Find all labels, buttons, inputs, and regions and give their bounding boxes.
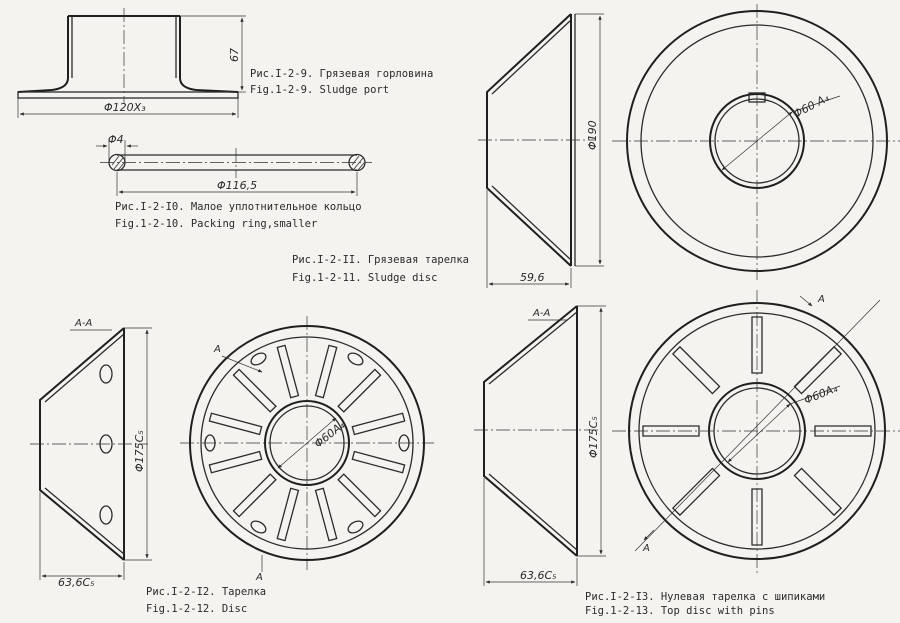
radial-rib: [351, 450, 406, 474]
fig10-caption-ru: Рис.I-2-I0. Малое уплотнительное кольцо: [115, 201, 362, 213]
fig12-ribs: [208, 344, 406, 542]
radial-rib: [351, 412, 406, 436]
fig9-sludge-port: 67 Φ120X₃ Рис.I-2-9. Грязевая горловина …: [17, 8, 433, 118]
radial-rib: [337, 473, 382, 518]
fig13-hub-dim: Φ60A₄: [802, 382, 839, 407]
fig13-section-label: A-A: [532, 308, 550, 319]
fig13-cut-marker-top: A: [817, 294, 825, 305]
radial-rib: [337, 368, 382, 413]
radial-rib: [671, 345, 721, 395]
fig10-packing-ring: Φ4 Φ116,5 Рис.I-2-I0. Малое уплотнительн…: [96, 133, 372, 230]
fig9-caption-en: Fig.1-2-9. Sludge port: [250, 84, 389, 96]
disc-hole: [250, 520, 267, 534]
fig12-section-label: A-A: [74, 318, 92, 329]
fig11-sludge-disc: Φ190 59,6 Φ60 A₄ Рис.I-2-II. Грязевая та…: [292, 4, 900, 288]
disc-hole: [347, 520, 364, 534]
fig13-top-disc: A-A Φ175C₅ 63,6C₅ A A Φ60A₄ Рис.I-2-I3. …: [474, 290, 900, 617]
fig13-cut-marker-bottom: A: [642, 543, 650, 554]
fig12-caption-en: Fig.1-2-12. Disc: [146, 603, 247, 615]
fig11-height-dim: 59,6: [520, 271, 545, 284]
fig11-caption-en: Fig.1-2-11. Sludge disc: [292, 272, 437, 284]
fig12-cut-marker-bottom: A: [255, 572, 263, 583]
radial-rib: [793, 467, 843, 517]
fig11-hub-dim: Φ60 A₄: [791, 91, 831, 121]
radial-rib: [314, 487, 338, 542]
fig13-outer-dim: Φ175C₅: [587, 416, 600, 458]
fig11-outer-dim: Φ190: [586, 120, 599, 150]
fig13-caption-ru: Рис.I-2-I3. Нулевая тарелка с шипиками: [585, 591, 825, 603]
radial-rib: [232, 473, 277, 518]
fig12-disc: A-A Φ175C₅ 63,6C₅ A A Φ60A₄ Рис.I-2-I2. …: [30, 316, 434, 615]
radial-rib: [208, 412, 263, 436]
fig12-outer-dim: Φ175C₅: [133, 430, 146, 472]
fig12-caption-ru: Рис.I-2-I2. Тарелка: [146, 586, 266, 598]
radial-rib: [751, 488, 763, 546]
radial-rib: [642, 425, 700, 437]
disc-hole: [347, 352, 364, 366]
radial-rib: [814, 425, 872, 437]
fig12-cut-marker-top: A: [213, 344, 221, 355]
radial-rib: [276, 487, 300, 542]
radial-rib: [314, 344, 338, 399]
fig13-height-dim: 63,6C₅: [520, 569, 557, 582]
fig9-caption-ru: Рис.I-2-9. Грязевая горловина: [250, 68, 433, 80]
fig11-caption-ru: Рис.I-2-II. Грязевая тарелка: [292, 254, 469, 266]
fig9-height-dim: 67: [228, 48, 241, 62]
fig13-caption-en: Fig.1-2-13. Top disc with pins: [585, 605, 775, 617]
fig10-section-dim: Φ4: [108, 133, 124, 146]
fig10-diameter-dim: Φ116,5: [217, 179, 257, 192]
fig9-diameter-dim: Φ120X₃: [104, 101, 146, 114]
disc-hole: [250, 352, 267, 366]
fig10-caption-en: Fig.1-2-10. Packing ring,smaller: [115, 218, 317, 230]
radial-rib: [232, 368, 277, 413]
radial-rib: [751, 316, 763, 374]
radial-rib: [208, 450, 263, 474]
radial-rib: [671, 467, 721, 517]
radial-rib: [276, 344, 300, 399]
fig12-height-dim: 63,6C₅: [58, 576, 95, 589]
